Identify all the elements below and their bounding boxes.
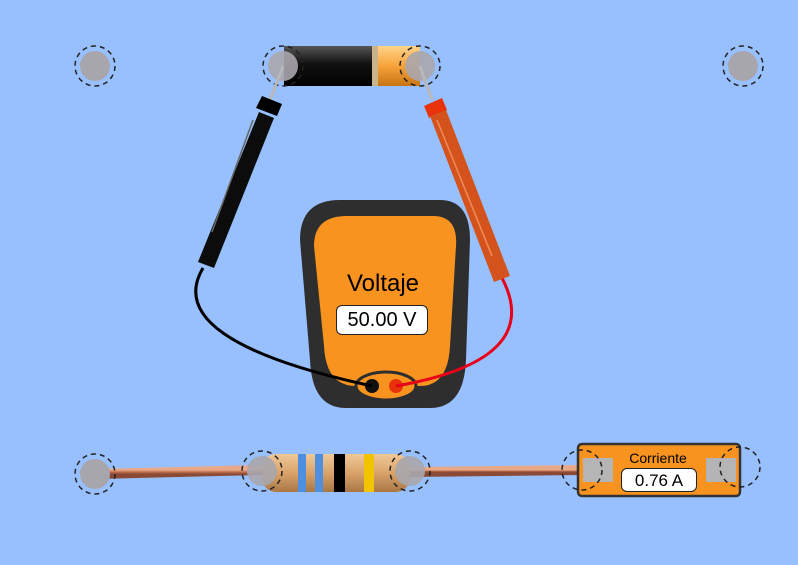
- junction-top-right[interactable]: [722, 45, 764, 87]
- voltmeter[interactable]: [300, 200, 470, 408]
- resistor-band-1: [298, 454, 306, 492]
- junction-ammeter-left[interactable]: [561, 449, 603, 491]
- wire-bottom-mid[interactable]: [409, 465, 583, 477]
- resistor-band-2: [315, 454, 323, 492]
- probe-cable-black: [194, 267, 373, 388]
- wire-bottom-left[interactable]: [94, 465, 263, 479]
- probe-red[interactable]: [418, 65, 510, 282]
- junction-resistor-right[interactable]: [389, 450, 431, 492]
- probe-black[interactable]: [198, 65, 285, 268]
- ammeter-title: Corriente: [629, 450, 687, 466]
- ammeter-terminal-left: [583, 458, 613, 482]
- voltmeter-title: Voltaje: [346, 270, 420, 297]
- probe-cable-red: [395, 277, 514, 388]
- battery[interactable]: [284, 46, 420, 86]
- junction-ammeter-right[interactable]: [719, 446, 761, 488]
- junction-top-left[interactable]: [74, 45, 116, 87]
- junction-bottom-left[interactable]: [74, 453, 116, 495]
- ammeter-reading: 0.76 A: [634, 471, 684, 490]
- ammeter-display: [621, 468, 697, 492]
- junction-resistor-left[interactable]: [241, 450, 283, 492]
- resistor[interactable]: [262, 454, 410, 492]
- resistor-band-3: [334, 454, 345, 492]
- voltmeter-display: [336, 305, 428, 335]
- voltmeter-reading: 50.00 V: [347, 309, 417, 331]
- resistor-band-4: [364, 454, 374, 492]
